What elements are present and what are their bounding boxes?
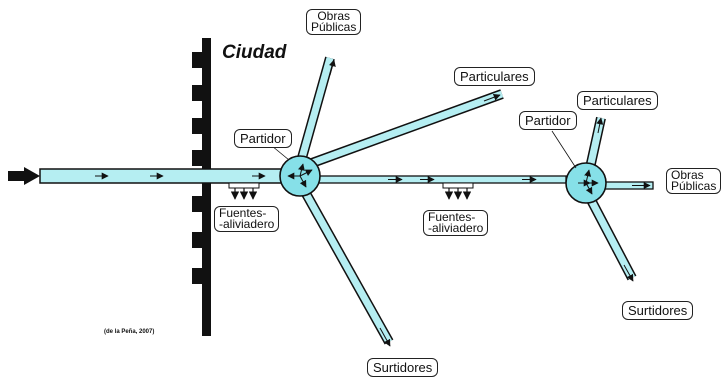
fuentes-aliviadero-2-line-2: -aliviadero	[428, 221, 484, 235]
fuentes-aliviadero-outlet-1	[228, 182, 260, 200]
obras-publicas-right-line-2: Públicas	[671, 179, 717, 193]
inflow-arrow-icon	[8, 167, 40, 185]
source-credit: (de la Peña, 2007)	[104, 329, 155, 335]
pipe-to-particulares-2	[585, 116, 606, 170]
obras-publicas-top-label-line-1: Obras	[317, 9, 351, 23]
surtidores-label-2: Surtidores	[622, 301, 694, 320]
city-title: Ciudad	[222, 42, 287, 63]
pipe-to-obras-publicas-right	[602, 181, 654, 190]
partidor-2-leader	[551, 130, 577, 169]
partidor-1-leader	[271, 145, 290, 161]
main-pipe	[39, 168, 300, 184]
fuentes-aliviadero-2-line-1: Fuentes-	[428, 210, 476, 224]
obras-publicas-top-label: Obras Públicas	[306, 9, 362, 35]
pipe-to-surtidores-1	[299, 187, 394, 347]
fuentes-aliviadero-label-1: Fuentes- -aliviadero	[214, 206, 280, 232]
partidor-label-1: Partidor	[234, 129, 292, 148]
fuentes-aliviadero-1-line-1: Fuentes-	[219, 206, 267, 220]
partidor-label-2: Partidor	[519, 111, 577, 130]
fuentes-aliviadero-1-line-2: -aliviadero	[219, 217, 275, 231]
particulares-label-1: Particulares	[454, 67, 535, 86]
connecting-pipe	[317, 175, 567, 184]
particulares-label-2: Particulares	[577, 91, 658, 110]
city-wall	[192, 38, 211, 336]
pipe-to-particulares-1	[310, 89, 504, 168]
obras-publicas-right-label: Obras Públicas	[666, 168, 722, 194]
pipe-to-surtidores-2	[585, 195, 637, 282]
fuentes-aliviadero-label-2: Fuentes- -aliviadero	[423, 210, 489, 236]
obras-publicas-right-line-1: Obras	[671, 168, 704, 182]
partidor-node-2	[565, 162, 607, 204]
obras-publicas-top-label-line-2: Públicas	[311, 20, 357, 34]
surtidores-label-1: Surtidores	[367, 358, 439, 377]
partidor-node-1	[279, 155, 321, 197]
fuentes-aliviadero-outlet-2	[442, 182, 474, 200]
pipe-to-obras-publicas-top	[295, 56, 336, 167]
